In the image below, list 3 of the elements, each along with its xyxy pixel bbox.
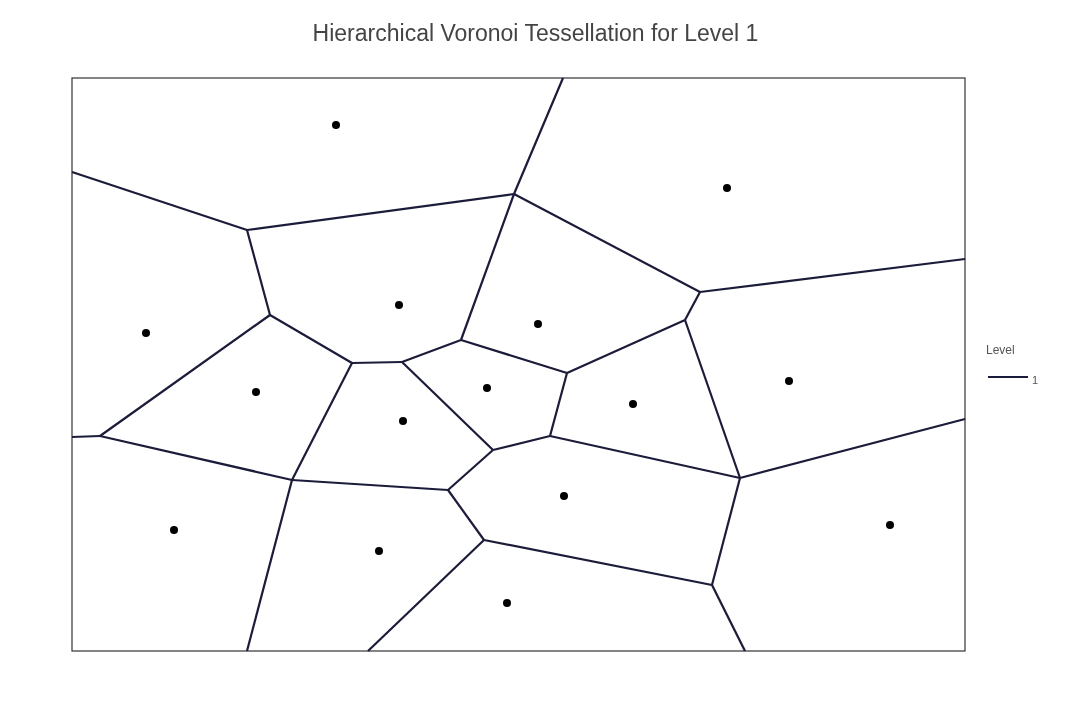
legend-title: Level — [986, 343, 1015, 357]
legend-label: 1 — [1032, 373, 1039, 387]
chart-title: Hierarchical Voronoi Tessellation for Level 1 — [311, 20, 760, 47]
